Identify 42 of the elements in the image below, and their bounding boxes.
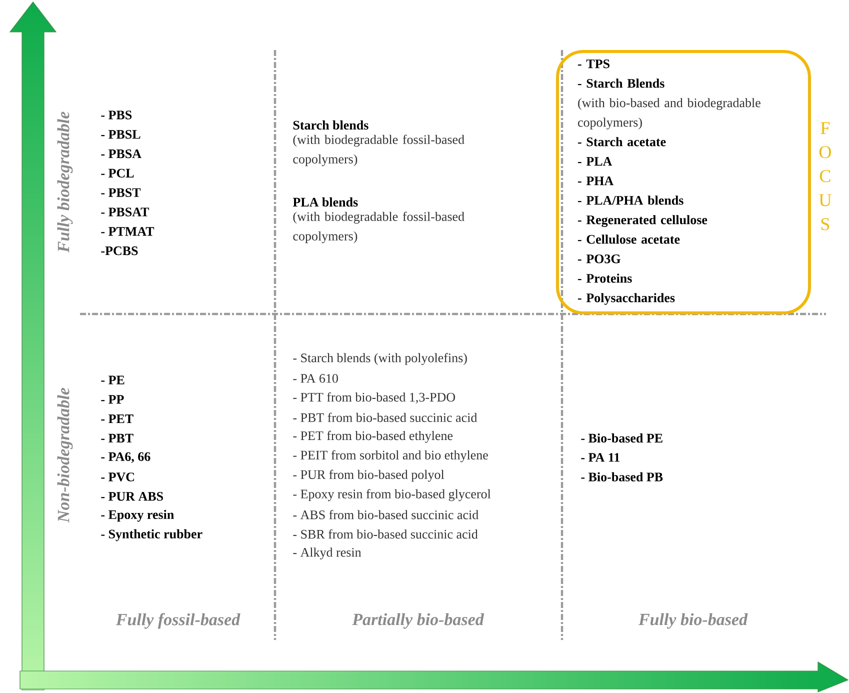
- polymer-name: -PCBS: [101, 246, 138, 256]
- focus-label: FOCUS: [819, 122, 832, 230]
- polymer-name: - PA6, 66: [101, 452, 150, 463]
- polymer-name: - PUR from bio-based polyol: [293, 470, 444, 482]
- note-text: (with biodegradable fossil-based copolymers): [293, 212, 464, 244]
- polymer-name: - ABS from bio-based succinic acid: [293, 510, 478, 520]
- polymer-name: - Bio-based PE: [581, 433, 662, 443]
- polymer-name: - PEIT from sorbitol and bio ethylene: [293, 450, 488, 462]
- polymer-name: - PVC: [101, 472, 134, 482]
- polymer-name: - Synthetic rubber: [101, 529, 202, 542]
- polymer-name: - PE: [101, 376, 124, 384]
- polymer-name: - PET from bio-based ethylene: [293, 430, 453, 443]
- polymer-name: - PET: [101, 414, 134, 424]
- polymer-name: - PA 610: [293, 374, 338, 383]
- polymer-name: - PA 11: [581, 453, 620, 462]
- polymer-name: - Alkyd resin: [293, 548, 362, 560]
- axis-label: Fully biodegradable: [57, 112, 73, 253]
- axis-label: Non-biodegradable: [57, 388, 73, 523]
- axis-label: Fully bio-based: [638, 613, 748, 629]
- polymer-name: - PBST: [101, 188, 141, 197]
- polymer-name: - SBR from bio-based succinic acid: [293, 529, 478, 539]
- axis-label: Partially bio-based: [352, 613, 484, 629]
- polymer-name: PLA blends: [292, 197, 358, 207]
- polymer-name: - PBSA: [101, 149, 142, 158]
- polymer-name: - PBSAT: [101, 208, 150, 216]
- polymer-name: - PP: [101, 395, 124, 404]
- note-text: (with biodegradable fossil-based copolymers): [293, 134, 464, 166]
- polymer-name: - Epoxy resin: [101, 510, 174, 522]
- focus-box: - TPS - Starch Blends (with bio-based and biodegradable copolymers) - Starch acetate - PLA - PHA - PLA/PHA blends - Regenerated cellulose - Cellulose acetate - PO3G - Proteins - Polysaccharides: [556, 50, 811, 314]
- polymer-name: - Bio-based PB: [581, 472, 663, 482]
- polymer-name: - PTT from bio-based 1,3-PDO: [293, 392, 456, 404]
- polymer-name: - PBT from bio-based succinic acid: [293, 412, 478, 422]
- polymer-name: - Starch blends (with polyolefins): [293, 353, 467, 365]
- polymer-name: - PBT: [101, 434, 134, 442]
- polymer-name: - PBS: [101, 110, 132, 120]
- polymer-name: - Epoxy resin from bio-based glycerol: [293, 489, 491, 502]
- polymer-name: Starch blends: [293, 120, 368, 130]
- axis-label: Fully fossil-based: [116, 613, 240, 629]
- polymer-name: - PBSL: [101, 130, 140, 139]
- polymer-name: - PCL: [101, 168, 134, 178]
- polymer-name: - PUR ABS: [101, 492, 163, 501]
- polymer-name: - PTMAT: [101, 227, 154, 236]
